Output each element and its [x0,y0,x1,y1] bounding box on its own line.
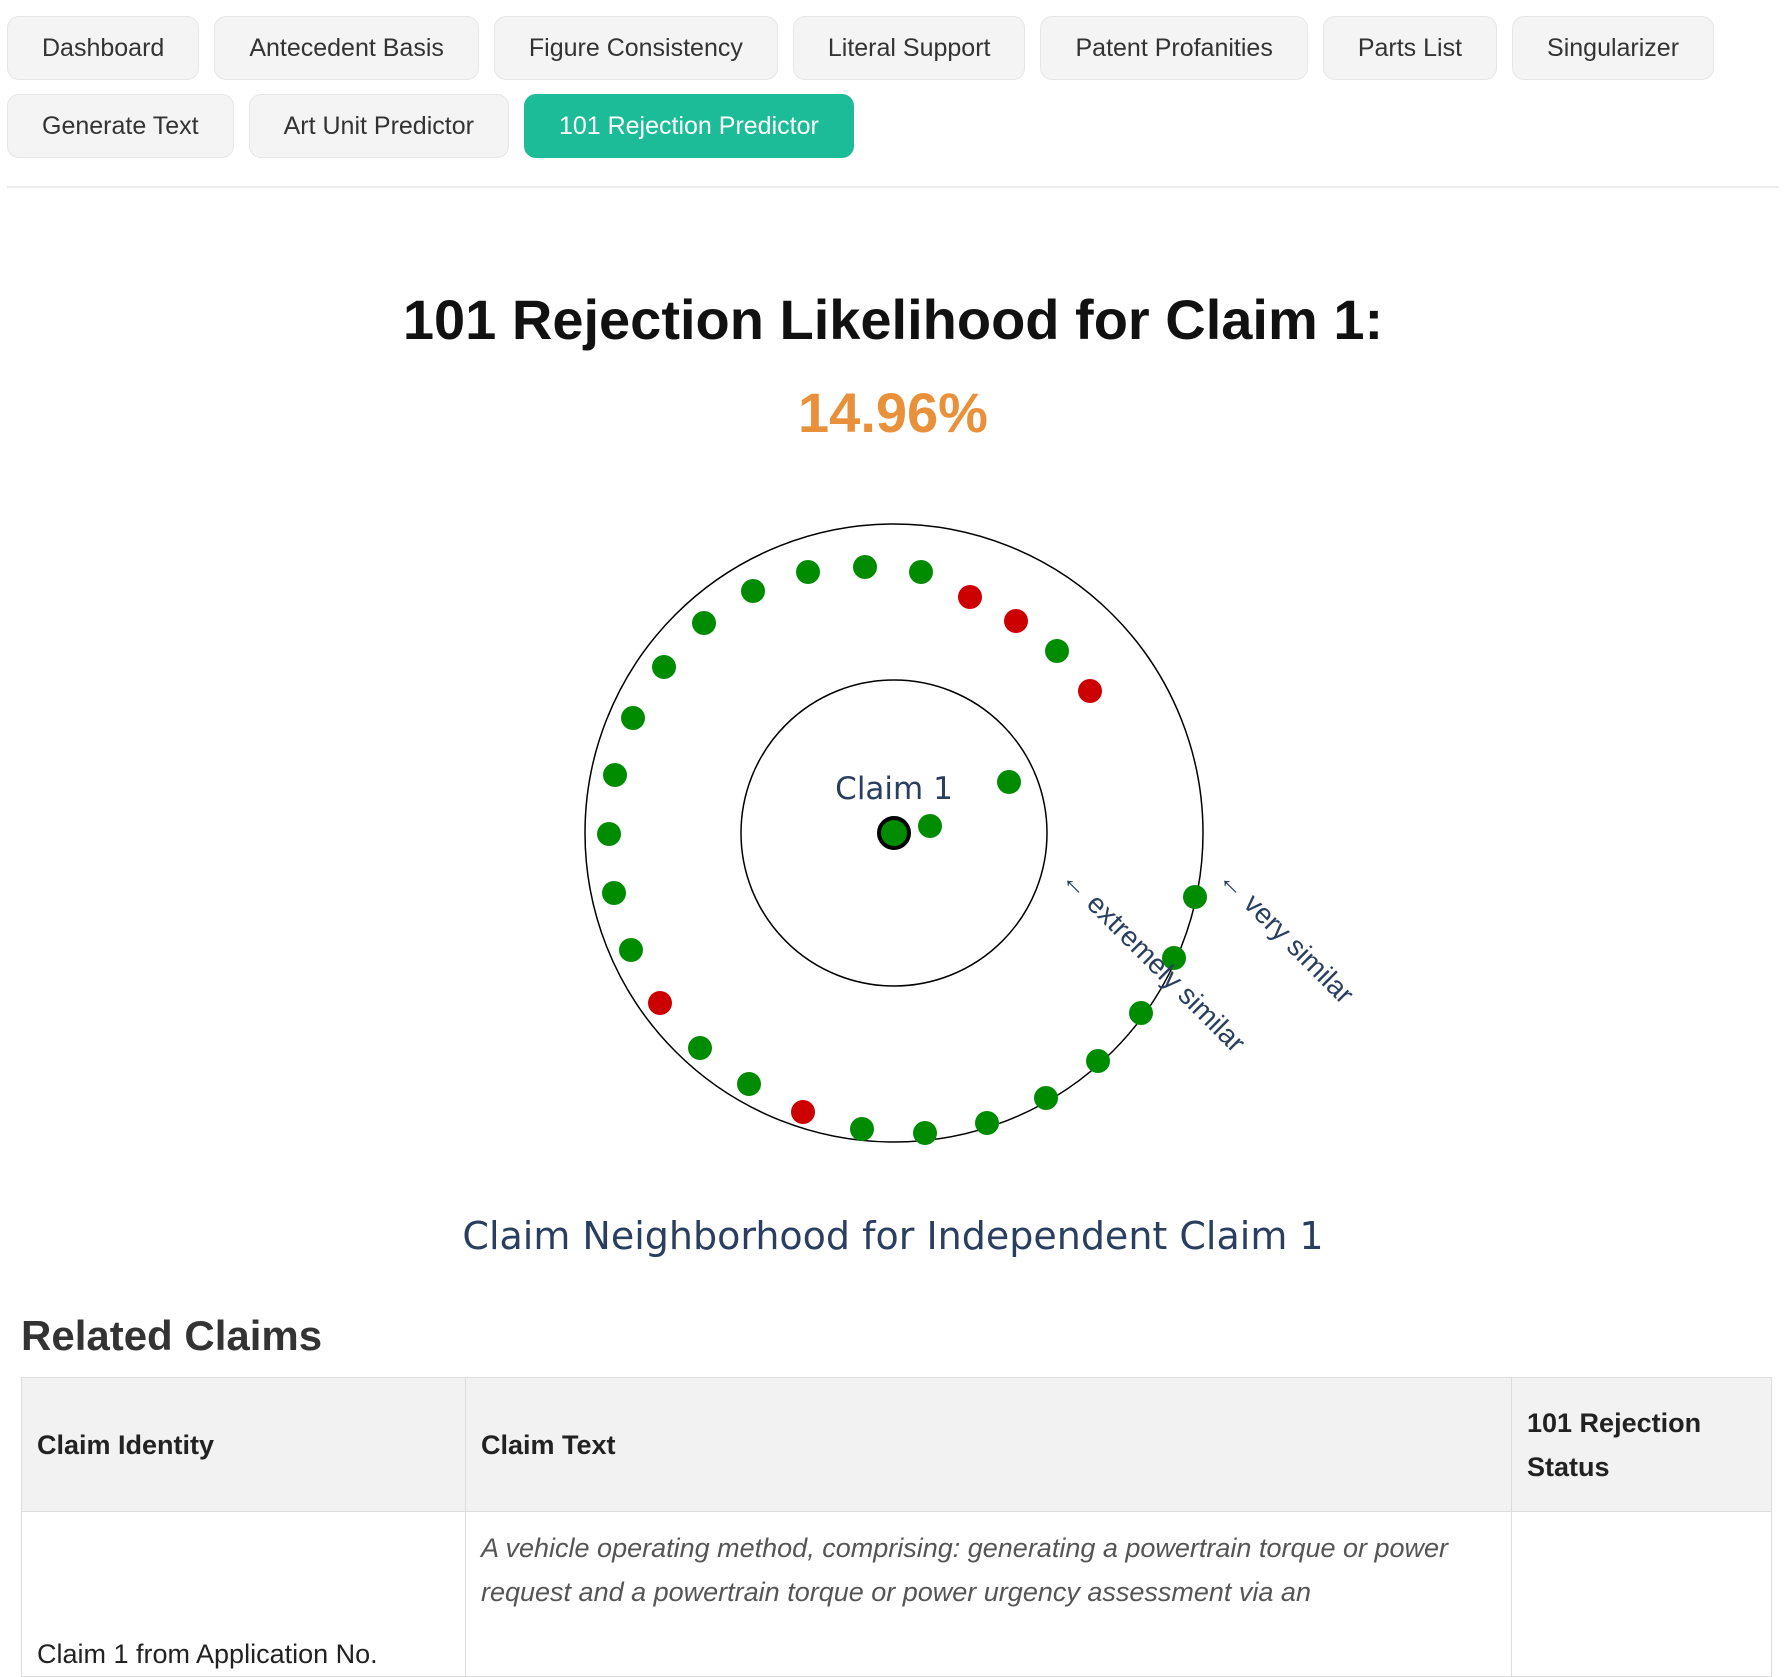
nav-literal-support-button[interactable]: Literal Support [792,16,1026,80]
rejected-claim-point[interactable] [1004,609,1028,633]
chart-caption: Claim Neighborhood for Independent Claim… [462,1214,1324,1258]
claim-identity-cell: Claim 1 from Application No. [21,1511,466,1677]
rejected-claim-point[interactable] [648,991,672,1015]
allowed-claim-point[interactable] [850,1117,874,1141]
allowed-claim-point[interactable] [913,1121,937,1145]
nav-generate-text-button[interactable]: Generate Text [7,94,234,158]
allowed-claim-point[interactable] [1183,885,1207,909]
allowed-claim-point[interactable] [1045,639,1069,663]
page-title: 101 Rejection Likelihood for Claim 1: [402,288,1384,351]
table-row: Claim 1 from Application No. A vehicle o… [21,1511,1772,1677]
nav-antecedent-basis-button[interactable]: Antecedent Basis [214,16,479,80]
table-header-row: Claim Identity Claim Text 101 Rejection … [21,1377,1772,1512]
rejected-claim-point[interactable] [791,1100,815,1124]
claim-neighborhood-chart: Claim 1 ← extremely similar ← very simil… [584,523,1360,1145]
related-claims-table: Claim Identity Claim Text 101 Rejection … [21,1377,1772,1677]
nav-singularizer-button[interactable]: Singularizer [1512,16,1715,80]
column-header-claim-text[interactable]: Claim Text [465,1377,1512,1512]
allowed-claim-point[interactable] [853,555,877,579]
column-header-claim-identity[interactable]: Claim Identity [21,1377,466,1512]
allowed-claim-point[interactable] [597,822,621,846]
rejected-claim-point[interactable] [1078,679,1102,703]
allowed-claim-point[interactable] [1129,1001,1153,1025]
center-claim-label: Claim 1 [835,771,953,807]
very-similar-annotation: ← very similar [1213,862,1360,1009]
nav-row-2: Generate Text Art Unit Predictor 101 Rej… [7,94,854,158]
allowed-claim-point[interactable] [918,814,942,838]
allowed-claim-point[interactable] [909,560,933,584]
rejection-percentage: 14.96% [798,381,988,444]
allowed-claim-point[interactable] [1162,946,1186,970]
nav-patent-profanities-button[interactable]: Patent Profanities [1040,16,1308,80]
rejection-status-cell [1511,1511,1772,1677]
nav-art-unit-predictor-button[interactable]: Art Unit Predictor [248,94,509,158]
allowed-claim-point[interactable] [603,763,627,787]
allowed-claim-point[interactable] [741,579,765,603]
nav-divider [7,186,1779,188]
allowed-claim-point[interactable] [652,655,676,679]
allowed-claim-point[interactable] [1086,1049,1110,1073]
very-similar-ring [584,523,1204,1143]
nav-dashboard-button[interactable]: Dashboard [7,16,200,80]
nav-figure-consistency-button[interactable]: Figure Consistency [493,16,778,80]
related-claims-heading: Related Claims [21,1312,323,1359]
claim-text-cell: A vehicle operating method, comprising: … [465,1511,1512,1677]
neighbor-points [597,555,1207,1145]
allowed-claim-point[interactable] [688,1036,712,1060]
allowed-claim-point[interactable] [997,770,1021,794]
allowed-claim-point[interactable] [619,938,643,962]
allowed-claim-point[interactable] [737,1072,761,1096]
allowed-claim-point[interactable] [602,881,626,905]
extremely-similar-ring [740,679,1048,987]
allowed-claim-point[interactable] [796,560,820,584]
nav-101-rejection-predictor-button[interactable]: 101 Rejection Predictor [523,94,854,158]
column-header-rejection-status[interactable]: 101 Rejection Status [1511,1377,1772,1512]
allowed-claim-point[interactable] [1034,1086,1058,1110]
allowed-claim-point[interactable] [975,1111,999,1135]
allowed-claim-point[interactable] [621,706,645,730]
nav-row-1: Dashboard Antecedent Basis Figure Consis… [7,16,1715,80]
rejected-claim-point[interactable] [958,585,982,609]
center-claim-marker[interactable] [877,816,911,850]
nav-parts-list-button[interactable]: Parts List [1322,16,1498,80]
allowed-claim-point[interactable] [692,611,716,635]
